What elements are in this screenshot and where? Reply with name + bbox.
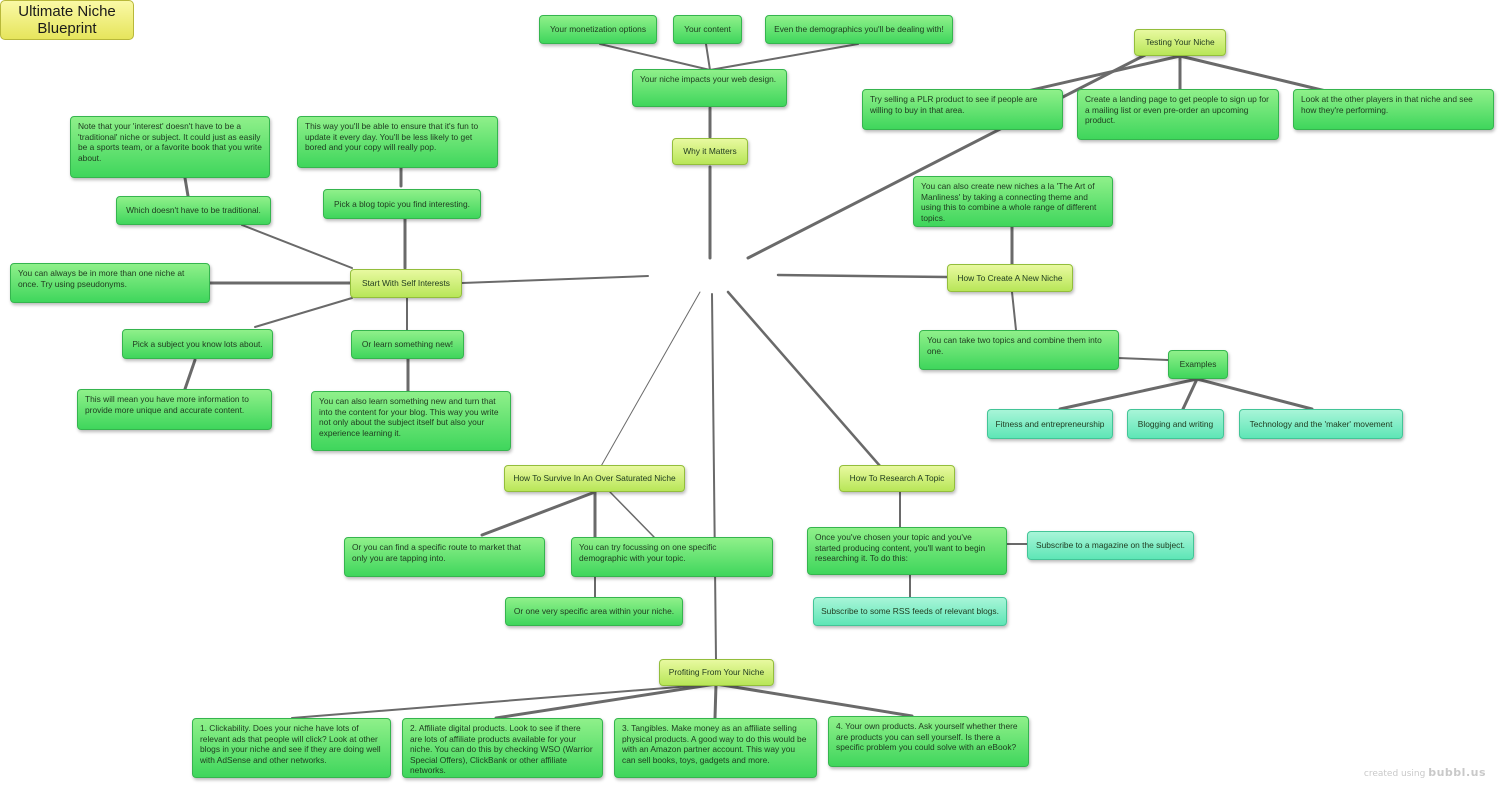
node-example-fitness[interactable]: Fitness and entrepreneurship <box>987 409 1113 439</box>
node-specific-route[interactable]: Or you can find a specific route to mark… <box>344 537 545 577</box>
node-other-players[interactable]: Look at the other players in that niche … <box>1293 89 1494 130</box>
credit-prefix: created using <box>1363 769 1426 779</box>
node-pick-blog-topic[interactable]: Pick a blog topic you find interesting. <box>323 189 481 219</box>
credit-watermark: created using bubbl.us <box>1364 766 1486 779</box>
node-testing-your-niche[interactable]: Testing Your Niche <box>1134 29 1226 56</box>
node-your-content[interactable]: Your content <box>673 15 742 44</box>
credit-brand: bubbl.us <box>1428 766 1486 779</box>
node-clickability[interactable]: 1. Clickability. Does your niche have lo… <box>192 718 391 778</box>
node-specific-demographic[interactable]: You can try focussing on one specific de… <box>571 537 773 577</box>
node-demographics[interactable]: Even the demographics you'll be dealing … <box>765 15 953 44</box>
node-specific-area[interactable]: Or one very specific area within your ni… <box>505 597 683 626</box>
node-example-technology[interactable]: Technology and the 'maker' movement <box>1239 409 1403 439</box>
node-start-with-self-interests[interactable]: Start With Self Interests <box>350 269 462 298</box>
node-profiting[interactable]: Profiting From Your Niche <box>659 659 774 686</box>
node-landing-page[interactable]: Create a landing page to get people to s… <box>1077 89 1279 140</box>
node-learn-note[interactable]: You can also learn something new and tur… <box>311 391 511 451</box>
node-not-traditional[interactable]: Which doesn't have to be traditional. <box>116 196 271 225</box>
node-examples[interactable]: Examples <box>1168 350 1228 379</box>
node-subscribe-magazine[interactable]: Subscribe to a magazine on the subject. <box>1027 531 1194 560</box>
node-tangibles[interactable]: 3. Tangibles. Make money as an affiliate… <box>614 718 817 778</box>
central-topic[interactable]: Ultimate Niche Blueprint <box>0 0 134 40</box>
node-own-products[interactable]: 4. Your own products. Ask yourself wheth… <box>828 716 1029 767</box>
node-combine-topics[interactable]: You can take two topics and combine them… <box>919 330 1119 370</box>
node-over-saturated-niche[interactable]: How To Survive In An Over Saturated Nich… <box>504 465 685 492</box>
node-monetization-options[interactable]: Your monetization options <box>539 15 657 44</box>
node-plr-product[interactable]: Try selling a PLR product to see if peop… <box>862 89 1063 130</box>
node-know-lots-about[interactable]: Pick a subject you know lots about. <box>122 329 273 359</box>
node-more-information[interactable]: This will mean you have more information… <box>77 389 272 430</box>
node-subscribe-rss[interactable]: Subscribe to some RSS feeds of relevant … <box>813 597 1007 626</box>
node-example-blogging[interactable]: Blogging and writing <box>1127 409 1224 439</box>
node-why-it-matters[interactable]: Why it Matters <box>672 138 748 165</box>
node-affiliate-digital[interactable]: 2. Affiliate digital products. Look to s… <box>402 718 603 778</box>
node-research-start[interactable]: Once you've chosen your topic and you've… <box>807 527 1007 575</box>
node-fun-to-update[interactable]: This way you'll be able to ensure that i… <box>297 116 498 168</box>
node-create-new-niche[interactable]: How To Create A New Niche <box>947 264 1073 292</box>
node-pseudonyms[interactable]: You can always be in more than one niche… <box>10 263 210 303</box>
node-interest-note[interactable]: Note that your 'interest' doesn't have t… <box>70 116 270 178</box>
node-research-topic[interactable]: How To Research A Topic <box>839 465 955 492</box>
node-art-of-manliness[interactable]: You can also create new niches a la 'The… <box>913 176 1113 227</box>
node-web-design[interactable]: Your niche impacts your web design. <box>632 69 787 107</box>
node-learn-something-new[interactable]: Or learn something new! <box>351 330 464 359</box>
